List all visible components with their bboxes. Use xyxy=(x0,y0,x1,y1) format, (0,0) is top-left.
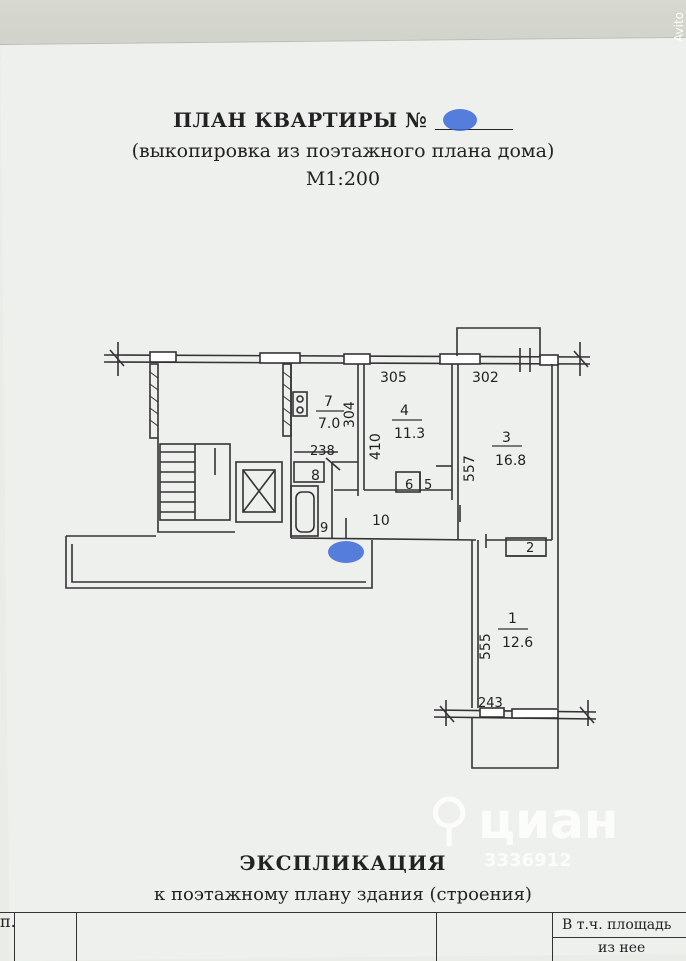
plan-title: ПЛАН КВАРТИРЫ № xyxy=(0,108,686,132)
dimension-label: 238 xyxy=(310,444,335,459)
room-number: 3 xyxy=(502,430,511,446)
table-header-of-it: из нее xyxy=(598,940,646,956)
room-area: 11.3 xyxy=(394,426,425,442)
room-number: 10 xyxy=(372,513,390,529)
explication-table: В т.ч. площадь из нее xyxy=(0,912,686,961)
dimension-label: 305 xyxy=(380,370,407,386)
table-cut-label: п. xyxy=(0,912,16,931)
explication-title: ЭКСПЛИКАЦИЯ xyxy=(239,851,447,875)
room-number: 4 xyxy=(400,403,409,419)
apartment-number-field xyxy=(434,109,513,131)
watermark-id: 3336912 xyxy=(484,850,572,871)
table-column-divider xyxy=(436,913,437,961)
watermark-brand: циан xyxy=(478,792,619,850)
room-number: 5 xyxy=(424,478,432,493)
dimension-label: 557 xyxy=(462,455,478,482)
location-pin-icon: ⚲ xyxy=(428,785,471,853)
table-column-divider xyxy=(14,913,15,961)
explication-subtitle: к поэтажному плану здания (строения) xyxy=(154,884,532,905)
table-row-divider xyxy=(552,937,686,938)
table-header-area-incl: В т.ч. площадь xyxy=(562,917,672,933)
room-number: 6 xyxy=(405,478,413,493)
table-column-divider xyxy=(76,913,77,961)
redaction-mark xyxy=(442,109,477,131)
dimension-label: 243 xyxy=(478,696,503,711)
dimension-label: 410 xyxy=(368,433,384,460)
redaction-mark xyxy=(328,541,364,563)
cian-watermark: ⚲ циан 3336912 xyxy=(428,785,628,871)
room-number: 9 xyxy=(320,521,328,536)
plan-title-text: ПЛАН КВАРТИРЫ № xyxy=(173,108,428,132)
room-area: 12.6 xyxy=(502,635,533,651)
dimension-label: 555 xyxy=(478,633,494,660)
dimension-label: 304 xyxy=(342,401,358,428)
dimension-label: 302 xyxy=(472,370,499,386)
room-number: 1 xyxy=(508,611,517,627)
room-area: 16.8 xyxy=(495,453,526,469)
room-number: 2 xyxy=(526,541,534,556)
room-number: 8 xyxy=(311,468,320,484)
room-area: 7.0 xyxy=(318,416,340,432)
plan-scale: М1:200 xyxy=(305,168,381,190)
room-number: 7 xyxy=(324,394,333,410)
plan-subtitle: (выкопировка из поэтажного плана дома) xyxy=(131,140,555,162)
